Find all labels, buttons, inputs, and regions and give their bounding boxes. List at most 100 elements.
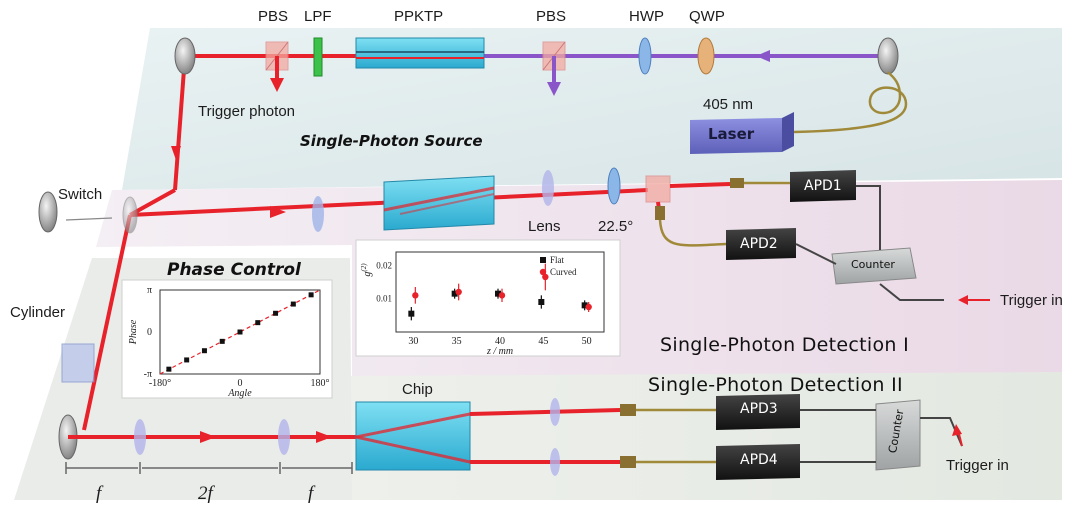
crystal-detection1 xyxy=(383,175,495,231)
switch-mirror-out xyxy=(38,191,58,233)
counter2-box xyxy=(875,399,921,471)
trigger1-arrow-icon xyxy=(958,295,968,305)
qwp-plate xyxy=(697,37,715,75)
apd2-box xyxy=(726,228,796,260)
trigger-in-1-label: Trigger in xyxy=(1000,292,1063,309)
phase-point xyxy=(273,310,279,316)
lpf-label: LPF xyxy=(304,8,332,25)
apd4-label: APD4 xyxy=(740,452,778,468)
lens-apd3 xyxy=(550,398,560,426)
laser-label: Laser xyxy=(708,125,755,143)
counter1-label: Counter xyxy=(851,258,895,271)
phase-xtick: 0 xyxy=(238,378,243,389)
hwp-plate xyxy=(638,37,652,75)
switch-label: Switch xyxy=(58,186,103,203)
cable-trigger2 xyxy=(920,417,963,447)
laser-box xyxy=(690,112,794,154)
cable-apd2 xyxy=(795,243,837,265)
phase-xlabel: Angle xyxy=(227,388,252,399)
qwp-label: QWP xyxy=(689,8,725,25)
pump-arrow-icon xyxy=(756,50,770,62)
f-right-label: f xyxy=(308,483,314,504)
fiber-apd2 xyxy=(658,219,727,247)
beam-down-1 xyxy=(173,55,187,191)
beam-apd3 xyxy=(469,408,621,416)
lens-label: Lens xyxy=(528,218,561,235)
lens-1 xyxy=(312,196,324,232)
apd2-label: APD2 xyxy=(740,236,778,252)
pbs-right-label: PBS xyxy=(536,8,567,25)
chip-label: Chip xyxy=(402,381,433,398)
ppktp-crystal xyxy=(355,37,485,69)
ppktp-label: PPKTP xyxy=(394,8,444,25)
phase-ytick: π xyxy=(147,285,152,296)
phase-ytick: 0 xyxy=(147,327,152,338)
g2-ytick: 0.01 xyxy=(376,294,392,304)
beam-arrow-right-icon xyxy=(270,206,286,218)
detection2-title: Single-Photon Detection II xyxy=(648,374,903,396)
coupler-1 xyxy=(730,178,744,188)
g2-point-flat xyxy=(451,290,458,297)
g2-point-curved xyxy=(498,292,506,299)
beam-down-2 xyxy=(82,214,132,431)
two-f-label: 2f xyxy=(198,483,213,504)
lens-phase-1 xyxy=(134,419,146,455)
g2-xtick: 40 xyxy=(495,336,505,347)
lens-apd4 xyxy=(550,448,560,476)
phase-point xyxy=(237,329,243,335)
switch-mirror xyxy=(122,196,138,234)
coupler-2 xyxy=(655,206,665,220)
trigger-in-2-label: Trigger in xyxy=(946,457,1009,474)
distance-markers xyxy=(65,462,353,474)
phase-ylabel: Phase xyxy=(128,319,139,345)
beam-arrow-icon-3 xyxy=(316,431,332,443)
phase-point xyxy=(166,366,172,372)
cable-trigger1 xyxy=(879,283,944,301)
lens-phase-2 xyxy=(278,419,290,455)
g2-point-curved xyxy=(455,288,462,296)
trigger-arrow-icon xyxy=(270,78,284,92)
phase-xtick: 180° xyxy=(311,378,330,389)
apd1-box xyxy=(790,170,856,202)
g2-ytick: 0.02 xyxy=(376,260,392,270)
g2-xtick: 30 xyxy=(408,336,418,347)
phase-xtick: -180° xyxy=(149,378,171,389)
phase-point xyxy=(184,357,190,363)
lens-2 xyxy=(542,170,554,206)
coupler-4 xyxy=(620,456,636,468)
g2-xtick: 45 xyxy=(538,336,548,347)
phase-point xyxy=(219,338,225,344)
beam-arrow-down-icon xyxy=(171,146,181,160)
beam-apd1 xyxy=(669,182,731,188)
g2-point-flat xyxy=(495,290,501,297)
phase-point xyxy=(308,292,314,298)
apd1-label: APD1 xyxy=(804,178,842,194)
phase-ytick: -π xyxy=(144,369,152,380)
legend-flat-label: Flat xyxy=(550,255,565,265)
g2-point-flat xyxy=(581,302,588,309)
coupler-3 xyxy=(620,404,636,416)
switch-arrow xyxy=(65,217,113,221)
phase-point xyxy=(290,301,296,307)
trigger2-arrow-icon xyxy=(952,424,962,436)
chip xyxy=(355,401,471,471)
violet-arrow-icon xyxy=(547,82,561,96)
mirror-top-left xyxy=(174,37,196,75)
phase-point xyxy=(201,348,207,354)
angle-label: 22.5° xyxy=(598,218,634,235)
detection1-title: Single-Photon Detection I xyxy=(660,334,909,356)
beam-arrow-icon-2 xyxy=(200,431,216,443)
g2-point-curved xyxy=(585,303,592,311)
counter1-box xyxy=(831,247,917,285)
apd4-box xyxy=(716,444,800,480)
g2-point-flat xyxy=(538,299,545,305)
phase-point xyxy=(255,320,261,326)
cylinder-label: Cylinder xyxy=(10,304,66,321)
legend-flat-marker xyxy=(540,257,546,263)
f-left-label: f xyxy=(96,483,102,504)
g2-point-flat xyxy=(408,310,415,317)
